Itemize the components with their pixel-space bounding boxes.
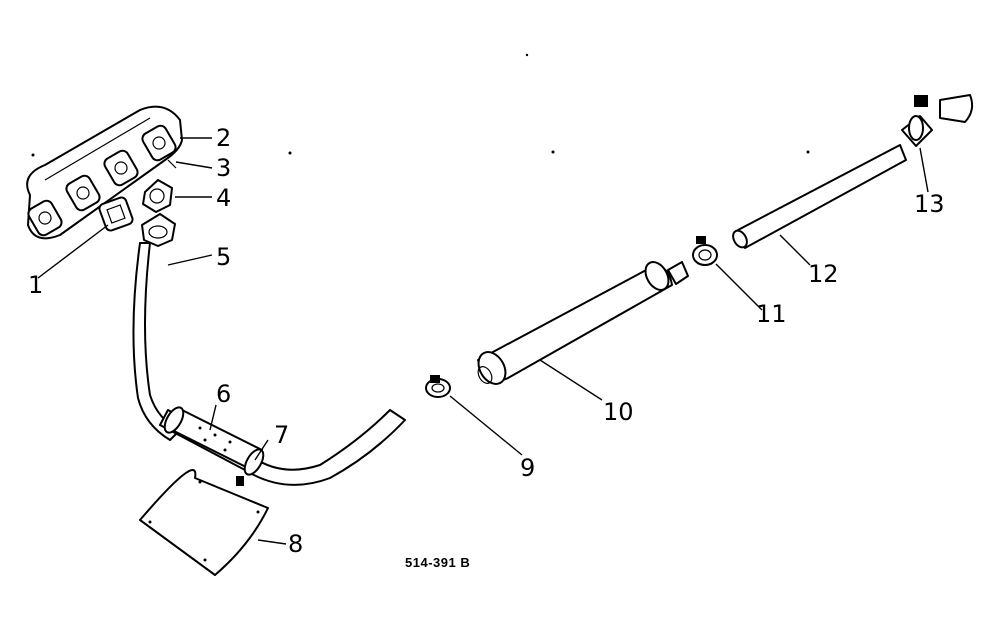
leader-lines (37, 137, 929, 545)
rain-cap (901, 94, 974, 147)
callout-7: 7 (274, 421, 289, 449)
callout-2: 2 (216, 124, 231, 152)
callout-1: 1 (28, 271, 43, 299)
front-exhaust-pipe (132, 213, 406, 486)
callout-4: 4 (216, 184, 231, 212)
muffler-inlet-clamp (425, 375, 451, 398)
callout-9: 9 (520, 454, 535, 482)
sleeve-marks (198, 426, 232, 452)
callout-12: 12 (808, 260, 839, 288)
callout-5: 5 (216, 243, 231, 271)
callout-11: 11 (756, 300, 787, 328)
scan-dots (31, 53, 810, 157)
callout-6: 6 (216, 380, 231, 408)
pipe-clamps (163, 406, 265, 486)
reference-code: 514-391 B (405, 555, 470, 570)
stud (167, 159, 177, 169)
callout-8: 8 (288, 530, 303, 558)
muffler-outlet-clamp (692, 236, 718, 266)
callout-3: 3 (216, 154, 231, 182)
gasket (142, 179, 173, 213)
muffler (477, 261, 689, 385)
heat-shield (139, 469, 269, 576)
exhaust-manifold (26, 105, 183, 240)
tail-pipe (732, 144, 907, 249)
callout-13: 13 (914, 190, 945, 218)
callout-10: 10 (603, 398, 634, 426)
